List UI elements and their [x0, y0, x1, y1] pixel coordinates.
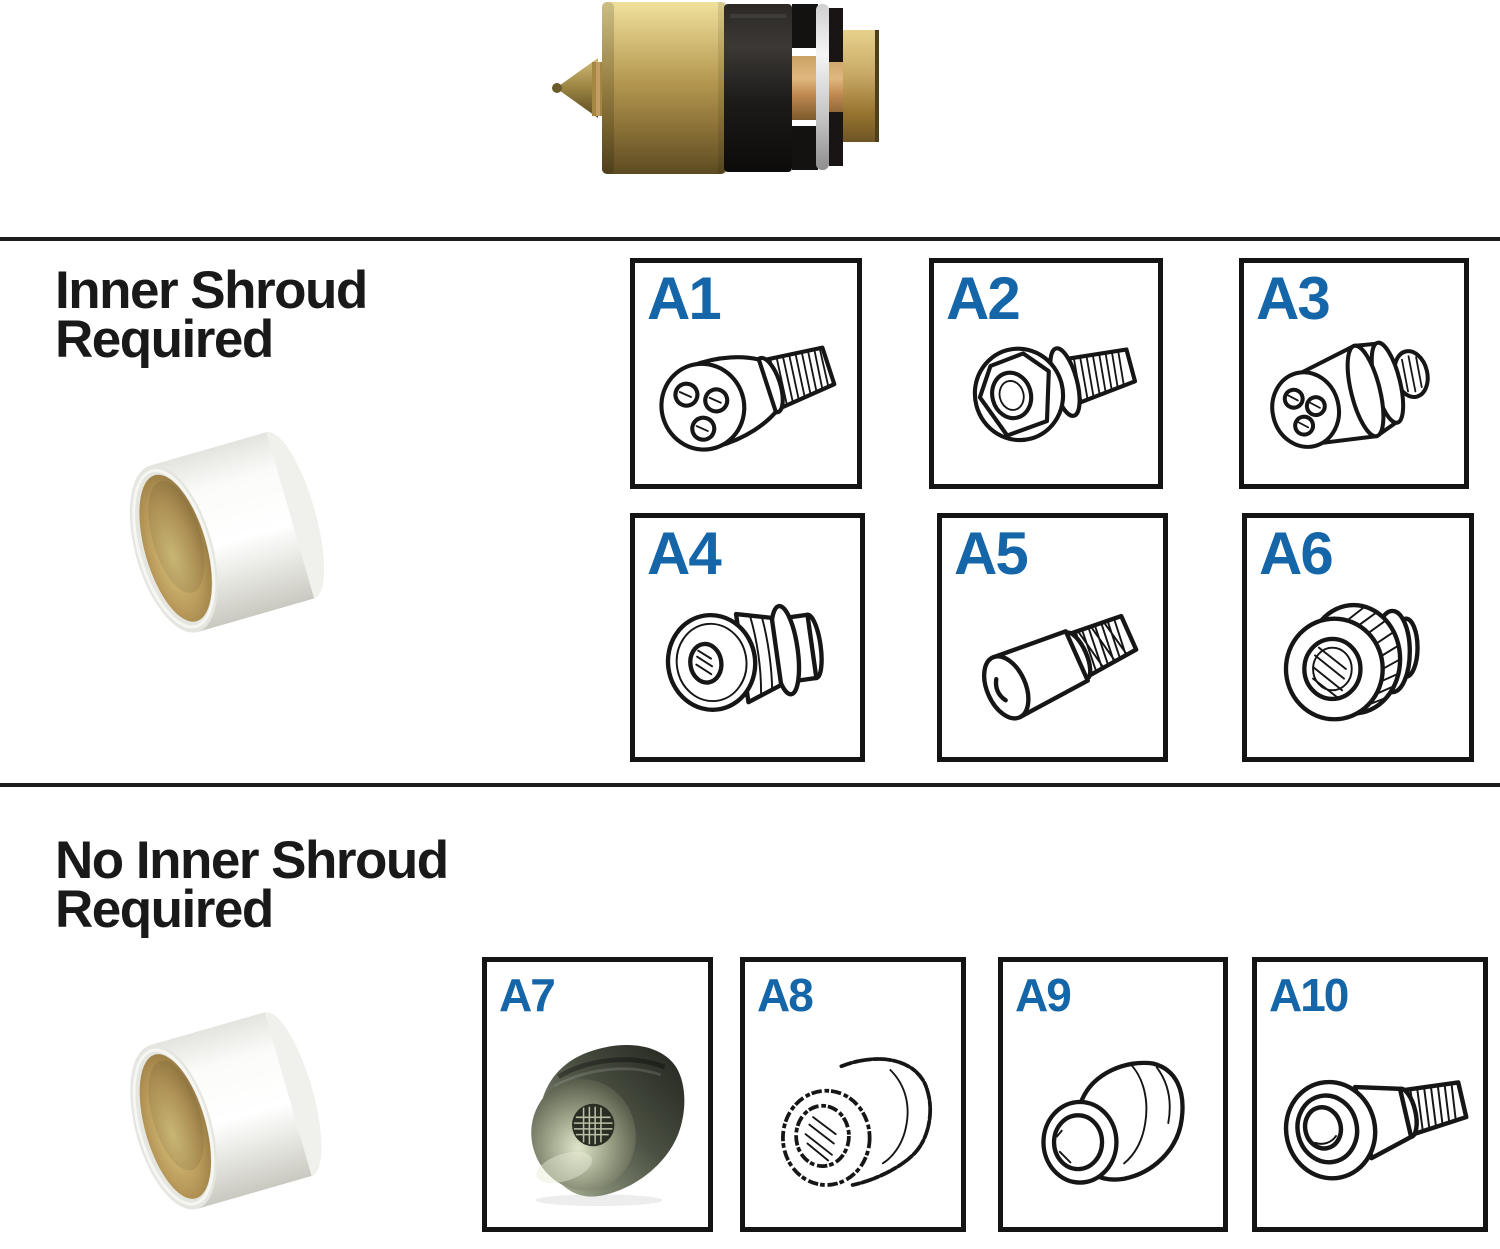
heading-no-inner-shroud-required: No Inner Shroud Required — [55, 834, 449, 936]
item-box-a8: A8 — [740, 957, 966, 1232]
lug-nut-stepped-drawing — [1041, 1061, 1186, 1186]
tool-main-body — [602, 2, 726, 174]
item-box-a9: A9 — [998, 957, 1228, 1232]
item-label-a2: A2 — [946, 265, 1021, 332]
item-label-a5: A5 — [954, 520, 1029, 587]
lug-adapter-three-hole-flanged-drawing — [1270, 340, 1431, 449]
item-box-a2: A2 — [929, 258, 1163, 489]
lug-nut-flanged-drawing — [665, 603, 824, 713]
item-label-a7: A7 — [499, 969, 556, 1021]
item-box-a6: A6 — [1242, 513, 1474, 762]
item-box-a5: A5 — [937, 513, 1168, 762]
lug-nut-splined-drawing — [1284, 602, 1421, 722]
item-label-a1: A1 — [647, 265, 722, 332]
item-label-a9: A9 — [1015, 969, 1072, 1021]
lug-nut-cap-photo — [531, 1045, 685, 1207]
heading-line-2: Required — [55, 310, 274, 369]
wheel-lock-tool-photo — [552, 2, 879, 174]
heading-line-1: No Inner Shroud — [55, 831, 449, 890]
inner-shroud-sleeve-photo-2 — [130, 1012, 322, 1210]
item-box-a4: A4 — [630, 513, 865, 762]
item-box-a7: A7 — [482, 957, 713, 1232]
item-box-a1: A1 — [630, 258, 862, 489]
lug-bolt-keyed-cylinder-drawing — [982, 613, 1139, 721]
tool-tip-cone — [552, 58, 604, 118]
heading-line-1: Inner Shroud — [55, 261, 368, 320]
item-label-a4: A4 — [647, 520, 722, 587]
lug-bolt-hex-head-drawing — [973, 345, 1138, 442]
heading-inner-shroud-required: Inner Shroud Required — [55, 264, 368, 366]
tool-rubber-collar — [724, 4, 792, 172]
item-label-a6: A6 — [1259, 520, 1334, 587]
item-box-a10: A10 — [1252, 957, 1488, 1232]
tool-clamp-and-shaft — [792, 4, 879, 170]
item-label-a8: A8 — [757, 969, 814, 1021]
inner-shroud-sleeve-photo-1 — [129, 431, 325, 633]
lug-bolt-round-head-drawing — [1283, 1080, 1468, 1181]
section-divider-2 — [0, 783, 1500, 787]
lug-nut-cylinder-drawing — [781, 1057, 933, 1188]
lug-bolt-three-hole-drawing — [659, 345, 837, 452]
section-divider-1 — [0, 237, 1500, 241]
heading-line-2: Required — [55, 880, 274, 939]
item-box-a3: A3 — [1239, 258, 1469, 489]
item-label-a3: A3 — [1256, 265, 1331, 332]
item-label-a10: A10 — [1269, 969, 1349, 1021]
